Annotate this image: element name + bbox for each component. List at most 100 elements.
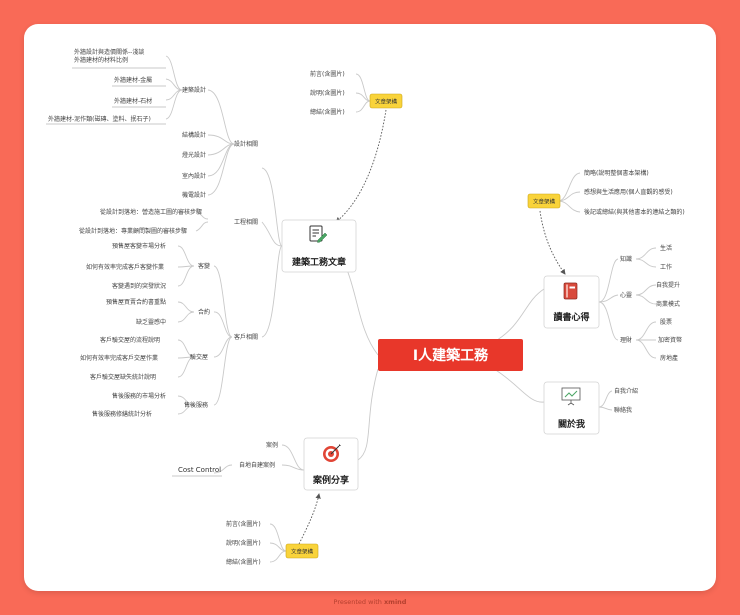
node-cost-control[interactable]: Cost Control (178, 466, 221, 474)
root-node[interactable]: I人建築工務 (378, 339, 523, 371)
hub-cases[interactable]: 案例分享 (303, 437, 359, 491)
list-item[interactable]: 從設計到落地：營造施工圖的審核步驟 (100, 208, 202, 216)
connector-client-change (213, 265, 233, 338)
cases-structure-items: 前言(含圖片) 說明(含圖片) 總結(含圖片) (226, 520, 261, 566)
list-item[interactable]: 工作 (660, 263, 672, 271)
client-handover-items: 客戶驗交屋的流程說明 如何有效率完成客戶交屋作業 客戶驗交屋缺失統計說明 (80, 336, 160, 381)
tag-article-structure[interactable]: 文章架構 (369, 93, 403, 109)
list-item[interactable]: 自地自建案例 (239, 461, 275, 469)
connector-service-leaf-2 (177, 404, 195, 415)
connector-reading-finance (598, 301, 619, 341)
list-item[interactable]: 自我介紹 (614, 387, 638, 395)
list-item[interactable]: 外牆設計與造價關係--淺談 外牆建材的材料比例 (74, 48, 146, 64)
tag-cases-structure-label: 文章架構 (291, 548, 314, 556)
hub-about[interactable]: 關於我 (543, 381, 600, 435)
relation-arrow-reading (539, 210, 566, 275)
list-item[interactable]: 生活 (660, 244, 672, 252)
relation-arrows (298, 109, 566, 545)
connector-design-architecture (207, 89, 235, 145)
node-finance[interactable]: 理財 (620, 336, 632, 344)
node-client-service[interactable]: 售後服務 (184, 401, 208, 409)
list-item[interactable]: 客戶驗交屋的流程說明 (100, 336, 160, 344)
list-item[interactable]: 燈光設計 (182, 151, 206, 159)
arch-item-1-line-1: 外牆設計與造價關係--淺談 (74, 48, 144, 56)
connector-about-contact (598, 406, 613, 411)
list-item[interactable]: 感想與生活應用(個人直觀的感受) (584, 188, 673, 196)
tag-cases-structure[interactable]: 文章架構 (285, 543, 319, 559)
mind-map: I人建築工務 建築工務文章 讀書心得 關於我 (46, 48, 685, 566)
list-item[interactable]: 股票 (660, 319, 672, 326)
client-service-items: 售後服務的市場分析 售後服務修繕統計分析 (92, 392, 166, 418)
list-item[interactable]: 如何有效率完成客戶客變作業 (86, 263, 164, 271)
list-item[interactable]: 商業模式 (656, 300, 680, 308)
node-engineering[interactable]: 工程相關 (234, 218, 258, 226)
list-item[interactable]: 案例 (266, 441, 278, 449)
list-item[interactable]: 房地產 (660, 354, 678, 362)
list-item[interactable]: 售後服務修繕統計分析 (92, 410, 152, 418)
list-item[interactable]: 外牆建材-泥作類(磁磚、塗料、抿石子) (48, 115, 151, 123)
connector-article-struct-1 (355, 73, 371, 102)
list-item[interactable]: 客戶驗交屋缺失統計說明 (90, 373, 156, 381)
list-item[interactable]: 室內設計 (182, 172, 206, 180)
node-knowledge[interactable]: 知識 (620, 255, 632, 263)
node-client-change[interactable]: 客變 (198, 262, 210, 270)
connector-root-about (493, 368, 545, 403)
list-item[interactable]: 從設計到落地：專業顧問製圖的審核步驟 (79, 227, 187, 235)
about-items: 自我介紹 聯絡我 (614, 387, 638, 414)
connector-cases-selfbuild (281, 464, 305, 471)
list-item[interactable]: 售後服務的市場分析 (112, 392, 166, 400)
list-item[interactable]: 前言(含圖片) (226, 520, 261, 528)
connector-article-struct-3 (355, 100, 371, 113)
arch-item-1-line-2: 外牆建材的材料比例 (74, 56, 128, 64)
connector-root-reading (493, 288, 545, 343)
list-item[interactable]: 前言(含圖片) (310, 70, 345, 78)
presentation-board-icon (561, 387, 581, 406)
connector-cases-case (281, 444, 305, 471)
connector-client-service (213, 336, 233, 406)
list-item[interactable]: 結構設計 (182, 131, 206, 139)
hub-about-label: 關於我 (558, 418, 585, 430)
list-item[interactable]: 缺乏靈感中 (136, 318, 166, 326)
list-item[interactable]: 總結(含圖片) (310, 108, 345, 116)
list-item[interactable]: 外牆建材-金屬 (114, 76, 152, 84)
footer-brand[interactable]: xmind (383, 598, 407, 606)
node-design[interactable]: 設計相關 (234, 140, 258, 148)
connector-contract-leaf-2 (177, 311, 195, 323)
cases-items: 案例 自地自建案例 (239, 441, 278, 469)
connector-reading-struct-2 (557, 191, 581, 202)
reading-structure-items: 簡略(說明整個書本架構) 感想與生活應用(個人直觀的感受) 後記或總結(與其他書… (584, 169, 685, 216)
list-item[interactable]: 簡略(說明整個書本架構) (584, 169, 649, 177)
connector-article-engineering (261, 221, 283, 247)
hub-reading[interactable]: 讀書心得 (543, 275, 600, 329)
node-architecture[interactable]: 建築設計 (182, 86, 206, 94)
list-item[interactable]: 總結(含圖片) (226, 558, 261, 566)
node-client-handover[interactable]: 驗交屋 (190, 353, 208, 361)
list-item[interactable]: 說明(含圖片) (226, 539, 261, 547)
hub-article[interactable]: 建築工務文章 (281, 219, 357, 273)
connector-client-contract (213, 311, 233, 338)
list-item[interactable]: 如何有效率完成客戶交屋作業 (80, 354, 158, 362)
client-change-items: 預售屋客變市場分析 如何有效率完成客戶客變作業 客變遇到的突發狀況 (86, 242, 166, 290)
connector-cases-struct-2 (269, 542, 287, 552)
node-mind[interactable]: 心靈 (620, 292, 632, 299)
list-item[interactable]: 預售屋客變市場分析 (112, 242, 166, 250)
list-item[interactable]: 預售屋買賣合約書重點 (106, 298, 166, 306)
tag-reading-structure[interactable]: 文章架構 (527, 193, 561, 209)
mind-map-canvas: I人建築工務 建築工務文章 讀書心得 關於我 (24, 24, 716, 591)
connector-reading-struct-1 (557, 172, 581, 202)
list-item[interactable]: 自我提升 (656, 281, 680, 289)
list-item[interactable]: 客變遇到的突發狀況 (112, 282, 166, 290)
list-item[interactable]: 加密資幣 (658, 336, 682, 344)
node-client[interactable]: 客戶相關 (234, 333, 258, 341)
list-item[interactable]: 後記或總結(與其他書本的連結之類的) (584, 208, 685, 216)
list-item[interactable]: 聯絡我 (614, 406, 632, 414)
connector-finance-realestate (635, 339, 657, 359)
connector-knowledge-life (635, 247, 657, 260)
connector-contract-leaf-1 (177, 301, 195, 313)
list-item[interactable]: 外牆建材-石材 (114, 97, 152, 105)
node-client-contract[interactable]: 合約 (198, 308, 210, 316)
list-item[interactable]: 機電設計 (182, 191, 206, 199)
list-item[interactable]: 說明(含圖片) (310, 89, 345, 97)
hub-cases-label: 案例分享 (312, 474, 349, 486)
connector-design-mep (207, 143, 235, 196)
